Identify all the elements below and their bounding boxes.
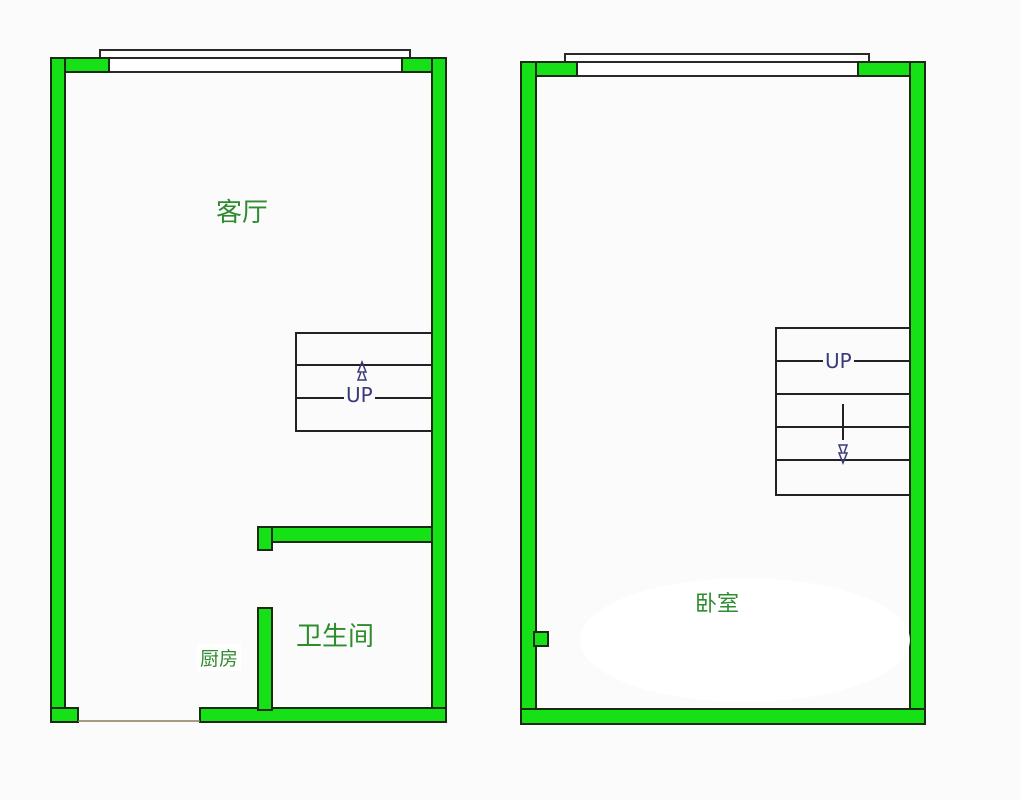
watermark-blur bbox=[580, 578, 910, 702]
left-window-outer bbox=[99, 49, 411, 59]
left-window-inner bbox=[107, 57, 403, 73]
right-unit-walls bbox=[520, 53, 926, 725]
right-bottom-wall bbox=[520, 708, 926, 725]
left-stairs bbox=[295, 332, 432, 432]
left-right-wall bbox=[431, 57, 447, 723]
left-bottom-wall-a bbox=[50, 707, 79, 723]
room-label-bedroom: 卧室 bbox=[695, 592, 740, 617]
bathroom-side-wall bbox=[257, 607, 273, 711]
left-bottom-wall-b bbox=[199, 707, 447, 723]
right-wall-nub bbox=[533, 631, 549, 647]
right-outer-left-wall bbox=[520, 61, 537, 725]
left-outer-wall bbox=[50, 57, 66, 723]
stair-label-right: UP bbox=[823, 349, 854, 373]
stair-label-left: UP bbox=[344, 383, 375, 407]
right-stairs bbox=[775, 327, 910, 496]
bathroom-top-wall bbox=[269, 526, 433, 543]
right-window-inner bbox=[573, 61, 861, 77]
right-window-outer bbox=[564, 53, 870, 63]
stair-arrow-up-icon bbox=[356, 359, 368, 381]
room-label-bathroom: 卫生间 bbox=[296, 622, 375, 652]
room-label-living-room: 客厅 bbox=[216, 198, 269, 228]
left-unit-walls bbox=[50, 49, 447, 723]
stair-arrow-down-icon bbox=[837, 444, 849, 466]
bathroom-door-jamb bbox=[257, 526, 273, 551]
right-outer-right-wall bbox=[909, 61, 926, 725]
room-label-kitchen: 厨房 bbox=[197, 644, 242, 671]
